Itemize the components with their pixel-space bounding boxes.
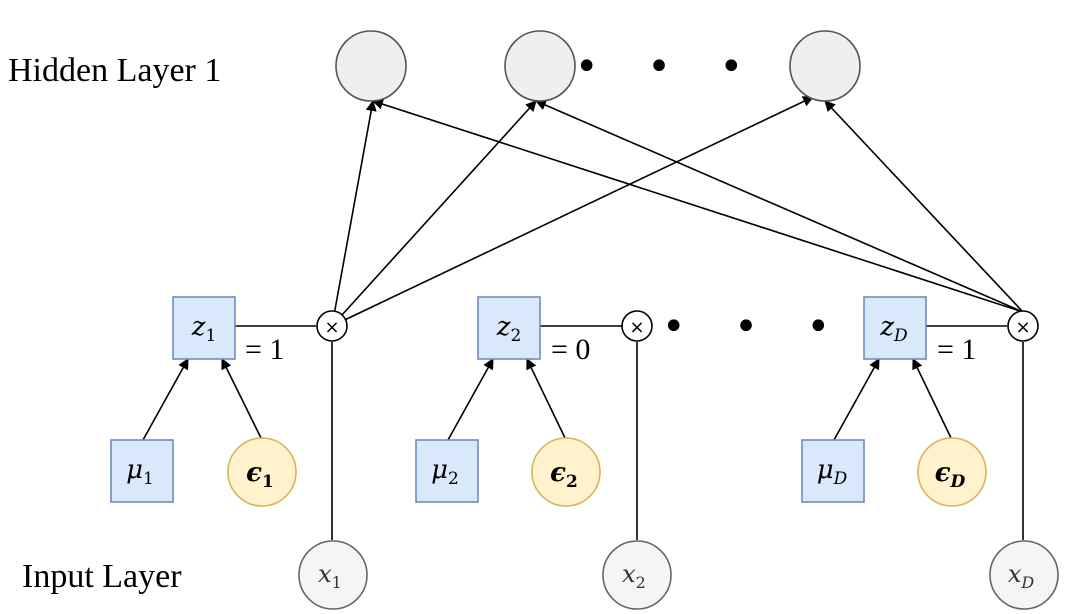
multiply-node <box>1007 310 1039 342</box>
z-label: z1 <box>191 312 217 346</box>
mu-node <box>415 439 479 503</box>
multiply-icon: × <box>629 317 644 338</box>
edge-eps1-z1 <box>221 358 263 441</box>
hidden-layer: • • • <box>335 30 861 102</box>
multiply-icon: × <box>1015 317 1030 338</box>
gate-2: z2 = 0 × μ2 ϵ2 x2 <box>415 296 672 610</box>
input-label: x2 <box>622 560 646 592</box>
eps-label: ϵ1 <box>246 458 274 492</box>
gate-value: = 1 <box>937 333 976 366</box>
eps-node <box>531 437 601 507</box>
hidden-node <box>335 30 407 102</box>
z-label: zD <box>879 312 908 346</box>
input-node <box>602 540 672 610</box>
z-node <box>863 296 927 360</box>
edge-gateD-hidden1 <box>371 98 1024 313</box>
edge-gate1-hidden2 <box>331 100 537 327</box>
edge-gate1-hidden3 <box>331 96 814 327</box>
edge-eps2-z2 <box>526 358 567 441</box>
mu-node <box>110 439 174 503</box>
input-node <box>298 540 368 610</box>
edge-mu2-z2 <box>447 358 494 441</box>
multiply-node <box>316 310 348 342</box>
input-label: x1 <box>318 560 342 592</box>
eps-label: ϵD <box>935 458 966 492</box>
eps-label: ϵ2 <box>550 458 578 492</box>
eps-node <box>227 437 297 507</box>
mu-label: μ2 <box>431 455 459 489</box>
hidden-layer-label: Hidden Layer 1 <box>8 52 221 89</box>
connections <box>142 96 1024 540</box>
hidden-ellipsis: • • • <box>575 44 761 90</box>
z-label: z2 <box>496 312 522 346</box>
input-node <box>989 540 1059 610</box>
gate-value: = 1 <box>245 333 284 366</box>
gate-d: zD = 1 × μD ϵD xD <box>801 296 1059 610</box>
mu-label: μD <box>817 455 848 489</box>
z-node <box>477 296 541 360</box>
edge-gateD-hidden2 <box>534 99 1024 313</box>
input-label: xD <box>1008 560 1035 592</box>
mu-node <box>801 439 865 503</box>
edge-epsD-zD <box>912 358 953 441</box>
mu-label: μ1 <box>126 455 154 489</box>
multiply-node <box>621 310 653 342</box>
edge-mu1-z1 <box>142 358 189 441</box>
hidden-node <box>504 30 576 102</box>
hidden-node <box>789 30 861 102</box>
edge-gateD-hidden3 <box>824 100 1024 313</box>
edge-muD-zD <box>833 358 880 441</box>
z-node <box>172 296 236 360</box>
edge-gate1-hidden1 <box>331 99 377 327</box>
eps-node <box>917 437 987 507</box>
gate-value: = 0 <box>551 333 590 366</box>
gate-ellipsis: • • • <box>662 304 848 350</box>
multiply-icon: × <box>324 317 339 338</box>
input-layer-label: Input Layer <box>22 558 182 595</box>
gate-1: z1 = 1 × μ1 ϵ1 x1 <box>110 296 368 610</box>
